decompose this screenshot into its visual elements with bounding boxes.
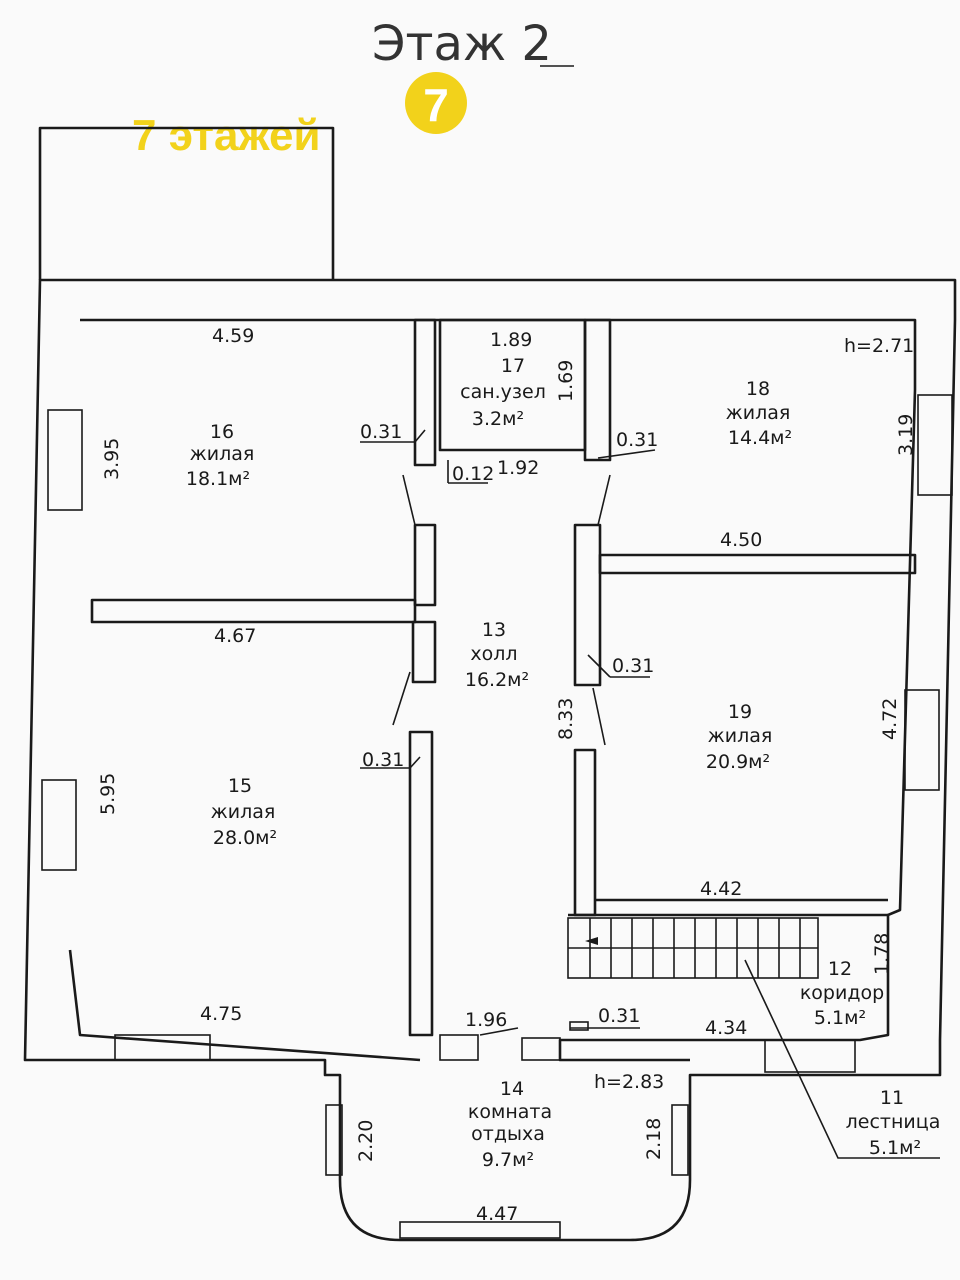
room-19-number: 19 [728, 701, 752, 723]
dim-label: 3.95 [101, 438, 123, 480]
room-12-name: коридор [800, 982, 884, 1004]
dim-label: 0.31 [362, 749, 404, 771]
dim-label: h=2.83 [594, 1071, 664, 1093]
floor-title: Этаж 2 [372, 16, 552, 72]
dim-label: 4.59 [212, 325, 254, 347]
dim-label: 1.69 [555, 360, 577, 402]
dim-label: 8.33 [555, 698, 577, 740]
dim-label: 4.75 [200, 1003, 242, 1025]
room-17-number: 17 [501, 355, 525, 377]
dim-label: 0.31 [360, 421, 402, 443]
room-12-number: 12 [828, 958, 852, 980]
room-14-number: 14 [500, 1078, 524, 1100]
room-13-name: холл [470, 643, 517, 665]
room-18-number: 18 [746, 378, 770, 400]
dim-label: 4.72 [879, 698, 901, 740]
room-16-number: 16 [210, 421, 234, 443]
room-11-name: лестница [846, 1111, 941, 1133]
room-17-name: сан.узел [460, 381, 546, 403]
room-19-area: 20.9м² [706, 751, 770, 773]
room-11-number: 11 [880, 1087, 904, 1109]
dim-label: 1.89 [490, 329, 532, 351]
room-14-name-line2: отдыха [471, 1123, 545, 1145]
dim-label: 4.47 [476, 1203, 518, 1225]
leader-lines [360, 429, 656, 1031]
dim-label: 1.78 [871, 933, 893, 975]
outer-wall [23, 278, 957, 1242]
door-swings [392, 474, 611, 1036]
dim-label: 0.31 [612, 655, 654, 677]
room-18-name: жилая [726, 402, 791, 424]
dim-label: 0.31 [598, 1005, 640, 1027]
brand-logo-icon [405, 72, 467, 134]
dim-label: 4.67 [214, 625, 256, 647]
dim-label: 4.34 [705, 1017, 747, 1039]
dim-label: 4.42 [700, 878, 742, 900]
room-14-area: 9.7м² [482, 1149, 534, 1171]
dim-label: 2.18 [643, 1118, 665, 1160]
brand-text: 7 этажей [132, 111, 321, 160]
dim-label: 3.19 [895, 414, 917, 456]
room-13-number: 13 [482, 619, 506, 641]
room-17-area: 3.2м² [472, 408, 524, 430]
room-15-name: жилая [211, 801, 276, 823]
room-12-area: 5.1м² [814, 1007, 866, 1029]
dim-label: 1.96 [465, 1009, 507, 1031]
staircase [567, 917, 940, 1159]
room-15-area: 28.0м² [213, 827, 277, 849]
room-18-area: 14.4м² [728, 427, 792, 449]
room-19-name: жилая [708, 725, 773, 747]
dim-label: 0.31 [616, 429, 658, 451]
room-14-name-line1: комната [468, 1101, 552, 1123]
interior-walls [90, 318, 917, 1037]
room-16-area: 18.1м² [186, 468, 250, 490]
room-15-number: 15 [228, 775, 252, 797]
dim-label: 5.95 [97, 773, 119, 815]
dim-label: 4.50 [720, 529, 762, 551]
room-13-area: 16.2м² [465, 669, 529, 691]
dimension-labels: 4.59 3.95 1.89 1.69 0.31 0.12 1.92 0.31 … [97, 325, 917, 1225]
dim-label: 1.92 [497, 457, 539, 479]
room-16-name: жилая [190, 443, 255, 465]
balcony-outline [38, 126, 335, 280]
dim-label: 0.12 [452, 463, 494, 485]
room-labels: 16 жилая 18.1м² 17 сан.узел 3.2м² 18 жил… [186, 355, 940, 1171]
dim-label: 2.20 [355, 1120, 377, 1162]
brand-logo-digit: 7 [423, 79, 449, 131]
windows [41, 394, 953, 1239]
brand-watermark: 7 этажей 7 [132, 72, 467, 160]
room-11-area: 5.1м² [869, 1137, 921, 1159]
dim-label: h=2.71 [844, 335, 914, 357]
